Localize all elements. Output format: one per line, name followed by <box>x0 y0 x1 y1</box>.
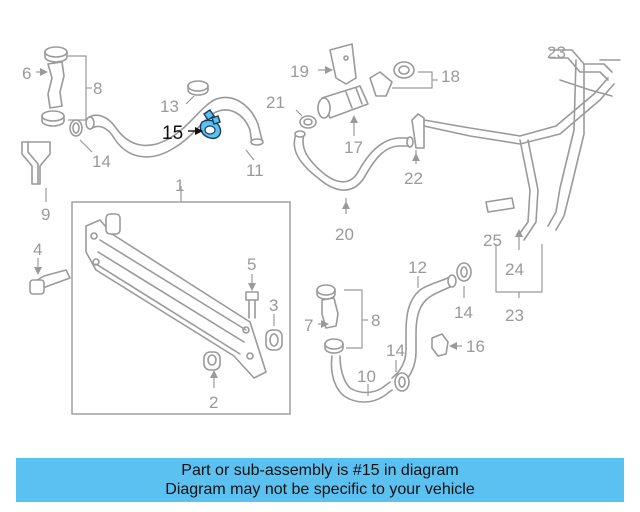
callout-5[interactable]: 5 <box>247 255 256 274</box>
callout-20[interactable]: 20 <box>335 225 354 244</box>
callout-18[interactable]: 18 <box>441 67 460 86</box>
hose-12 <box>391 274 457 387</box>
clamp-14-lower <box>394 372 410 392</box>
bushing-3 <box>265 329 283 351</box>
callout-14-lower[interactable]: 14 <box>386 341 405 360</box>
hose-11 <box>85 96 264 158</box>
sensor-16 <box>431 333 449 357</box>
callout-8-upper[interactable]: 8 <box>93 79 102 98</box>
callout-1[interactable]: 1 <box>175 176 184 195</box>
callout-23-top[interactable]: 23 <box>547 43 566 62</box>
part-18b <box>369 71 393 97</box>
callout-19[interactable]: 19 <box>290 62 309 81</box>
banner-line-part: Part or sub-assembly is #15 in diagram <box>181 462 459 479</box>
clamp-14-right <box>456 262 472 282</box>
callout-15[interactable]: 15 <box>162 123 183 144</box>
clamp-8-lower <box>324 338 344 354</box>
callout-13[interactable]: 13 <box>160 97 179 116</box>
callout-14-left[interactable]: 14 <box>92 152 111 171</box>
pipe-25 <box>485 197 515 213</box>
callout-23[interactable]: 23 <box>505 306 524 325</box>
callout-12[interactable]: 12 <box>408 258 427 277</box>
bracket-19 <box>329 43 357 85</box>
clamp-14-left <box>69 119 83 137</box>
info-banner: Part or sub-assembly is #15 in diagram D… <box>16 458 624 502</box>
clamp-13 <box>187 80 209 96</box>
radiator <box>85 213 267 379</box>
parts-diagram <box>21 43 621 415</box>
hose-20 <box>293 130 414 191</box>
pipe-22 <box>411 113 425 149</box>
callout-24[interactable]: 24 <box>505 260 524 279</box>
callout-17[interactable]: 17 <box>344 138 363 157</box>
callout-9[interactable]: 9 <box>41 205 50 224</box>
callout-14-right[interactable]: 14 <box>454 303 473 322</box>
callout-10[interactable]: 10 <box>357 367 376 386</box>
callout-22[interactable]: 22 <box>404 169 423 188</box>
part-18a <box>393 61 415 79</box>
callout-21[interactable]: 21 <box>266 93 285 112</box>
hose-6 <box>47 61 65 109</box>
callout-16[interactable]: 16 <box>466 337 485 356</box>
callout-4[interactable]: 4 <box>33 240 42 259</box>
callout-7[interactable]: 7 <box>304 316 313 335</box>
water-pump-17 <box>317 85 369 119</box>
bolt-4 <box>29 269 71 295</box>
tube-assembly-23 <box>423 49 621 241</box>
callout-3[interactable]: 3 <box>269 296 278 315</box>
hose-10 <box>330 355 393 403</box>
bushing-2 <box>203 351 221 371</box>
ring-21 <box>299 115 317 129</box>
callout-25[interactable]: 25 <box>483 231 502 250</box>
callout-8-lower[interactable]: 8 <box>371 311 380 330</box>
hose-7 <box>321 297 339 329</box>
hose-clamp-upper-left <box>44 46 68 63</box>
clamp-15-highlighted[interactable] <box>199 109 222 140</box>
pipe-9 <box>21 141 51 185</box>
callout-6[interactable]: 6 <box>22 64 31 83</box>
callout-2[interactable]: 2 <box>209 393 218 412</box>
callout-11[interactable]: 11 <box>246 161 264 180</box>
banner-line-disclaimer: Diagram may not be specific to your vehi… <box>165 481 475 498</box>
hose-clamp-lower-left <box>41 110 65 127</box>
callout-labels: 6 8 13 15 14 11 9 1 4 5 3 2 19 18 21 17 … <box>22 43 566 412</box>
bolt-5 <box>245 291 259 319</box>
